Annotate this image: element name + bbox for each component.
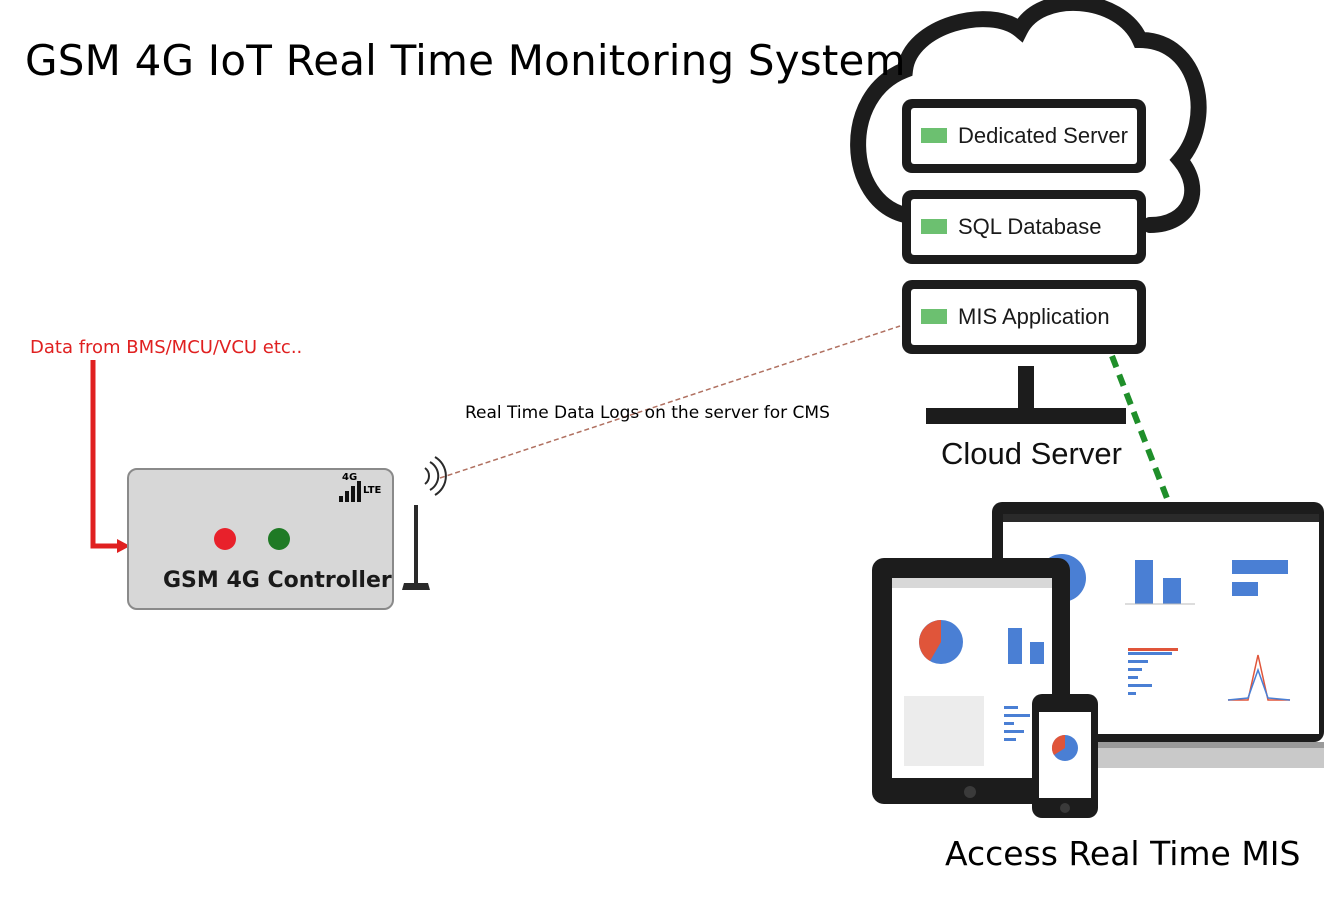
data-link-label: Real Time Data Logs on the server for CM… — [465, 403, 830, 423]
server-status-led-icon — [921, 128, 947, 143]
server-dedicated: Dedicated Server — [902, 99, 1146, 173]
network-tech-label: LTE — [363, 485, 382, 496]
data-link-line — [439, 325, 901, 479]
controller-label: GSM 4G Controller — [163, 568, 392, 593]
server-stand-base — [926, 408, 1126, 424]
server-label: Dedicated Server — [958, 123, 1128, 148]
laptop-device — [940, 502, 1324, 768]
input-arrow — [90, 360, 118, 549]
network-gen-label: 4G — [342, 472, 358, 483]
gsm-controller-box — [127, 468, 394, 610]
phone-device — [1032, 694, 1098, 818]
server-status-led-icon — [921, 219, 947, 234]
lte-signal-icon: 4G LTE — [337, 472, 392, 506]
cloud-server-label: Cloud Server — [941, 436, 1122, 471]
access-mis-label: Access Real Time MIS — [945, 834, 1301, 873]
server-stand-pole — [1018, 366, 1034, 418]
input-data-label: Data from BMS/MCU/VCU etc.. — [30, 337, 303, 358]
server-sql-database: SQL Database — [902, 190, 1146, 264]
server-status-led-icon — [921, 309, 947, 324]
cloud-icon — [850, 0, 1207, 233]
antenna-icon — [402, 456, 447, 590]
server-label: SQL Database — [958, 214, 1102, 239]
input-arrowhead — [117, 539, 130, 553]
tablet-device — [872, 558, 1070, 804]
server-mis-application: MIS Application — [902, 280, 1146, 354]
server-label: MIS Application — [958, 304, 1110, 329]
page-title: GSM 4G IoT Real Time Monitoring System — [25, 36, 906, 85]
mis-link-line — [1109, 354, 1173, 508]
green-led-icon — [268, 528, 290, 550]
red-led-icon — [214, 528, 236, 550]
